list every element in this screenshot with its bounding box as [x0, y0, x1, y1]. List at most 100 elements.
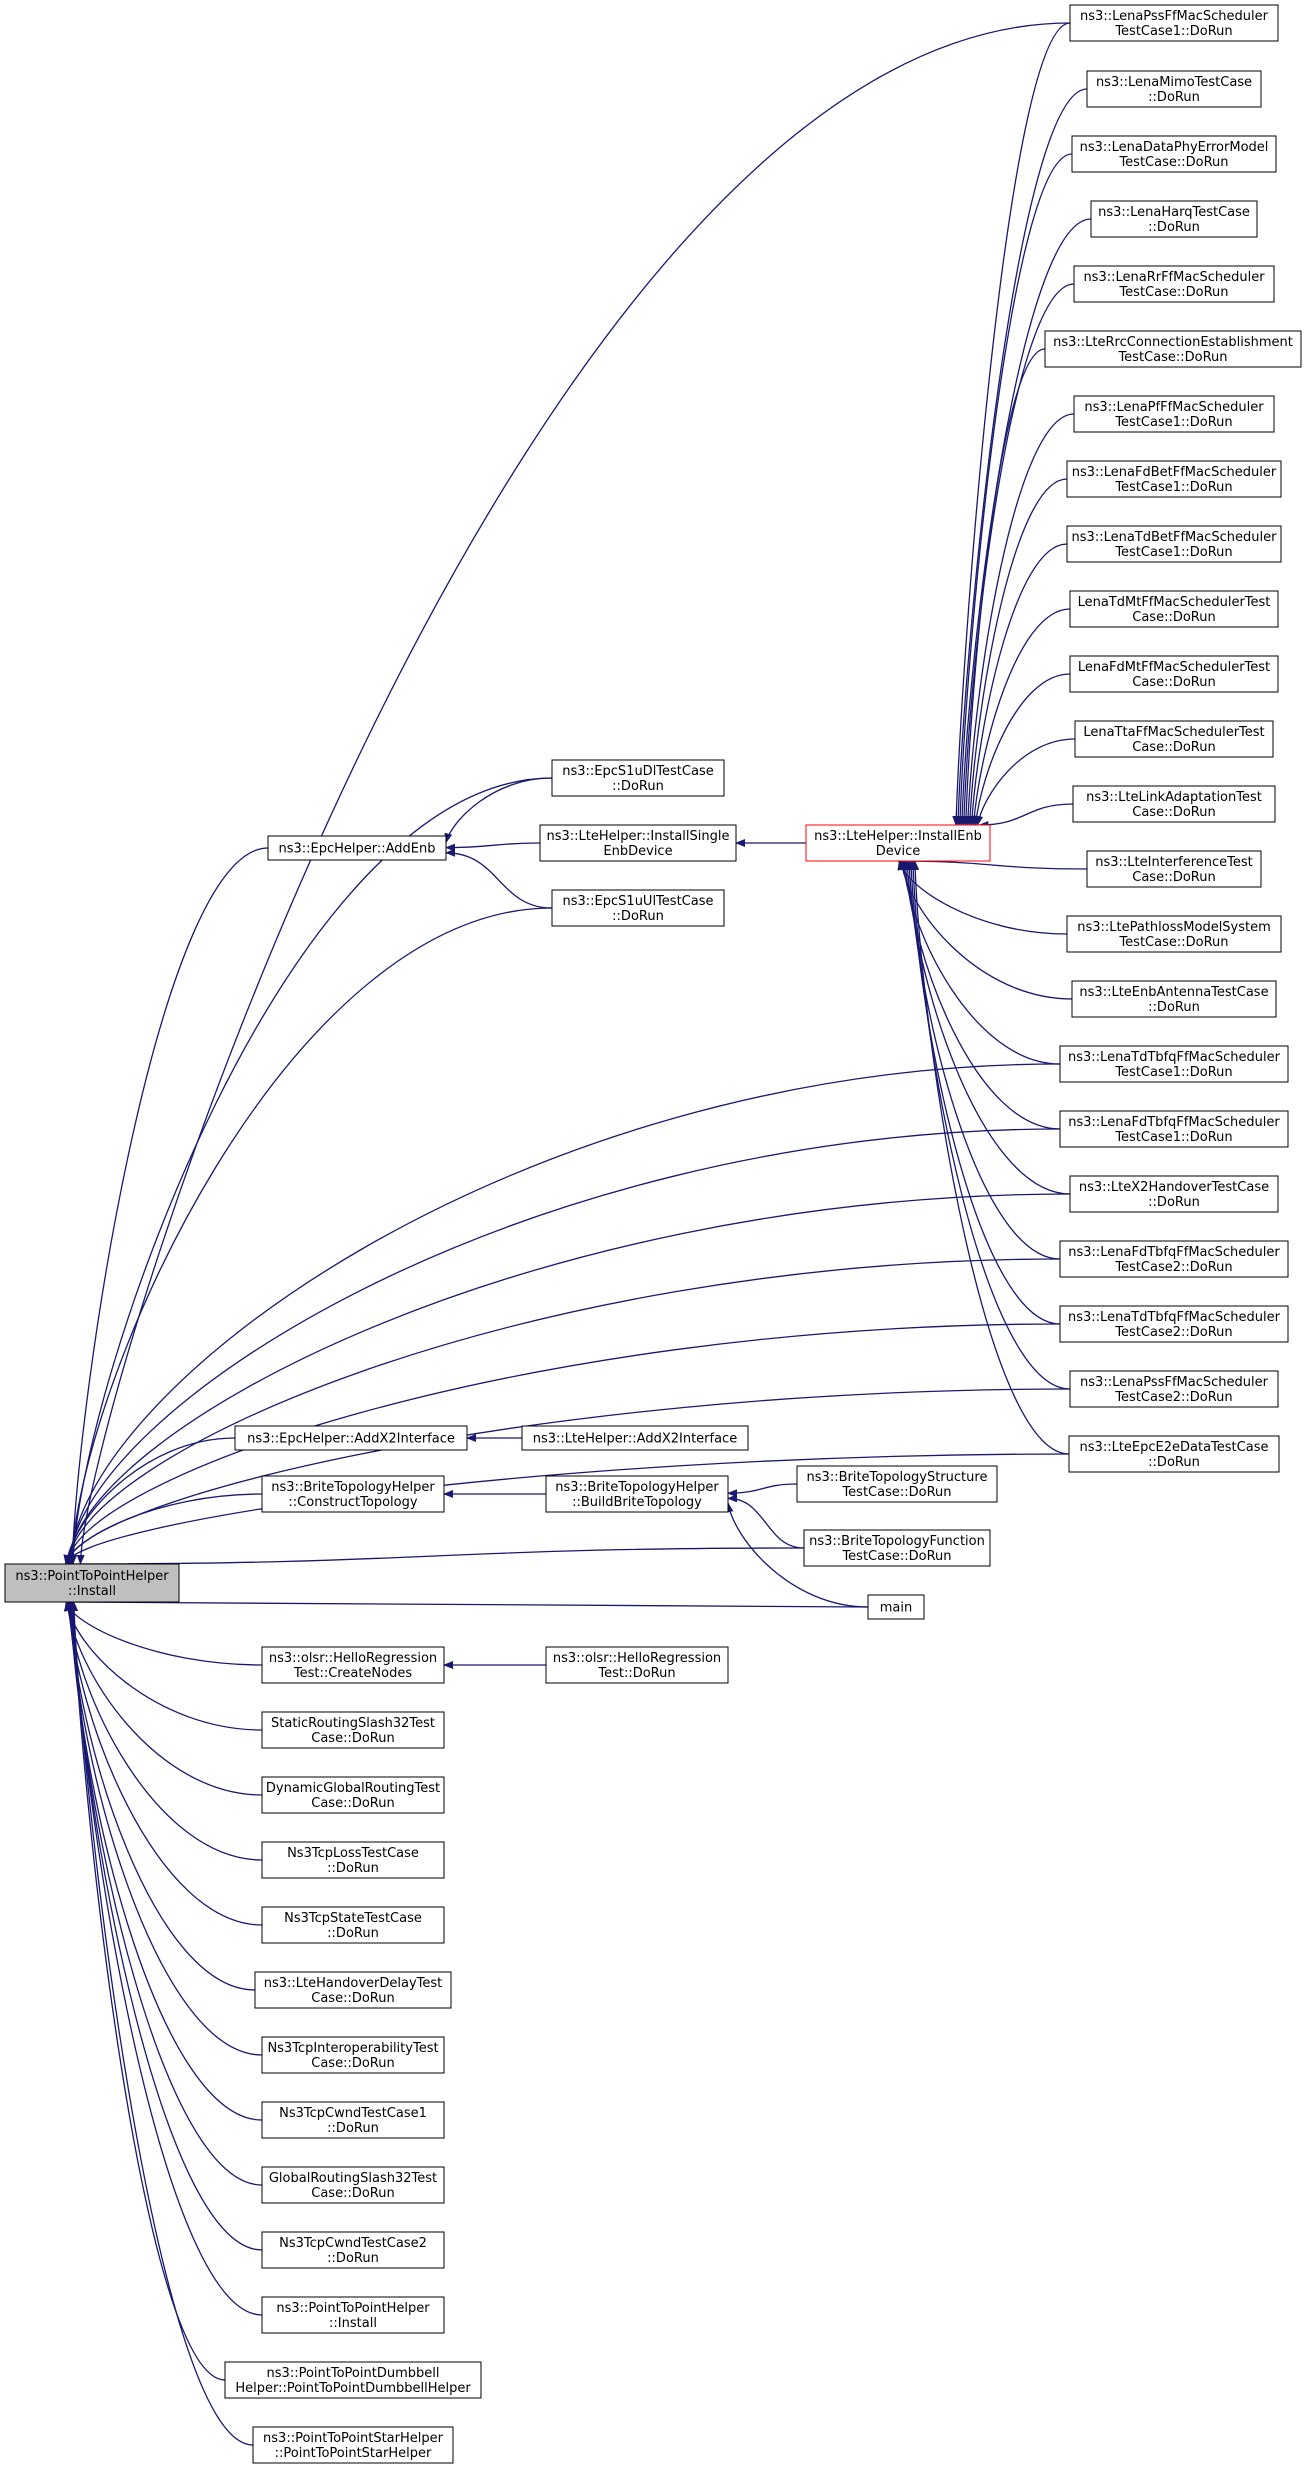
node-label: ::DoRun [327, 1926, 379, 1941]
node-tcpState[interactable]: Ns3TcpStateTestCase::DoRun [261, 1906, 445, 1944]
node-rrcConn[interactable]: ns3::LteRrcConnectionEstablishmentTestCa… [1044, 330, 1302, 368]
node-briteFunc[interactable]: ns3::BriteTopologyFunctionTestCase::DoRu… [803, 1529, 991, 1567]
node-fdBet[interactable]: ns3::LenaFdBetFfMacSchedulerTestCase1::D… [1066, 460, 1282, 498]
node-dumbbell[interactable]: ns3::PointToPointDumbbellHelper::PointTo… [224, 2361, 482, 2399]
node-label: ::DoRun [1148, 1195, 1200, 1210]
nodes-layer: ns3::PointToPointHelper::Install ns3::Epc… [4, 4, 1302, 2464]
node-box [234, 1425, 468, 1451]
node-box [261, 2231, 445, 2269]
node-box [1069, 4, 1279, 42]
node-box [545, 1646, 729, 1684]
node-x2Handover[interactable]: ns3::LteX2HandoverTestCase::DoRun [1069, 1175, 1279, 1213]
node-label: Case::DoRun [311, 1796, 394, 1811]
node-dataPhy[interactable]: ns3::LenaDataPhyErrorModelTestCase::DoRu… [1071, 135, 1277, 173]
edge-epcE2e-to-lteInstallEnb [911, 860, 1070, 1455]
node-label: Case::DoRun [311, 2186, 394, 2201]
node-briteConstruct[interactable]: ns3::BriteTopologyHelper::ConstructTopol… [261, 1475, 445, 1513]
node-epcAddEnb[interactable]: ns3::EpcHelper::AddEnb [267, 835, 447, 861]
node-label: ns3::EpcHelper::AddX2Interface [247, 1432, 455, 1447]
node-tcpLoss[interactable]: Ns3TcpLossTestCase::DoRun [261, 1841, 445, 1879]
node-box [539, 824, 737, 862]
node-label: GlobalRoutingSlash32Test [269, 2171, 437, 2186]
node-label: ns3::BriteTopologyHelper [555, 1480, 719, 1495]
node-pss2[interactable]: ns3::LenaPssFfMacSchedulerTestCase2::DoR… [1069, 1370, 1279, 1408]
node-label: ::DoRun [612, 779, 664, 794]
node-fdTbfq2[interactable]: ns3::LenaFdTbfqFfMacSchedulerTestCase2::… [1059, 1240, 1289, 1278]
node-olsrCreate[interactable]: ns3::olsr::HelloRegressionTest::CreateNo… [261, 1646, 445, 1684]
node-box [261, 1711, 445, 1749]
edge-pf-to-lteInstallEnb [964, 413, 1075, 826]
node-epcS1uUl[interactable]: ns3::EpcS1uUlTestCase::DoRun [551, 889, 725, 927]
node-tdTbfq2[interactable]: ns3::LenaTdTbfqFfMacSchedulerTestCase2::… [1059, 1305, 1289, 1343]
node-box [551, 889, 725, 927]
node-antenna[interactable]: ns3::LteEnbAntennaTestCase::DoRun [1071, 980, 1277, 1018]
node-label: ::Install [68, 1584, 116, 1599]
edge-fdBet-to-lteInstallEnb [966, 478, 1068, 826]
edge-interf-to-lteInstallEnb [896, 857, 1088, 870]
node-lteAddX2[interactable]: ns3::LteHelper::AddX2Interface [521, 1425, 749, 1451]
node-pathloss[interactable]: ns3::LtePathlossModelSystemTestCase::DoR… [1066, 915, 1282, 953]
node-p2pInstall[interactable]: ns3::PointToPointHelper::Install [261, 2296, 445, 2334]
edge-tdBet-to-lteInstallEnb [968, 543, 1068, 826]
node-briteBuild[interactable]: ns3::BriteTopologyHelper::BuildBriteTopo… [545, 1475, 729, 1513]
edge-fdTbfq2-to-lteInstallEnb [905, 860, 1061, 1260]
edge-dataPhy-to-lteInstallEnb [956, 153, 1073, 826]
node-label: LenaTtaFfMacSchedulerTest [1083, 725, 1264, 740]
edge-rr-to-lteInstallEnb [960, 283, 1075, 826]
node-box [1069, 655, 1279, 693]
node-pf[interactable]: ns3::LenaPfFfMacSchedulerTestCase1::DoRu… [1073, 395, 1275, 433]
node-label: ::DoRun [1148, 220, 1200, 235]
node-label: ns3::PointToPointHelper [276, 2301, 430, 2316]
node-briteStruct[interactable]: ns3::BriteTopologyStructureTestCase::DoR… [796, 1465, 998, 1503]
edge-dumbbell-to-root [69, 1601, 226, 2381]
node-root[interactable]: ns3::PointToPointHelper::Install [4, 1563, 180, 1603]
node-star[interactable]: ns3::PointToPointStarHelper::PointToPoin… [252, 2426, 454, 2464]
node-box [1059, 1045, 1289, 1083]
edge-pss1-to-root [76, 22, 1071, 1565]
edge-rrcConn-to-lteInstallEnb [962, 348, 1046, 826]
node-box [1044, 330, 1302, 368]
node-harq[interactable]: ns3::LenaHarqTestCase::DoRun [1090, 200, 1258, 238]
node-label: ns3::olsr::HelloRegression [269, 1651, 437, 1666]
node-label: ns3::EpcS1uDlTestCase [562, 764, 713, 779]
node-tdBet[interactable]: ns3::LenaTdBetFfMacSchedulerTestCase1::D… [1066, 525, 1282, 563]
node-main[interactable]: main [867, 1594, 925, 1620]
node-label: ns3::LenaPfFfMacScheduler [1084, 400, 1264, 415]
node-tcpCwnd1[interactable]: Ns3TcpCwndTestCase1::DoRun [261, 2101, 445, 2139]
node-fdTbfq1[interactable]: ns3::LenaFdTbfqFfMacSchedulerTestCase1::… [1059, 1110, 1289, 1148]
node-mimo[interactable]: ns3::LenaMimoTestCase::DoRun [1086, 70, 1262, 108]
edge-tdMt-to-lteInstallEnb [970, 608, 1071, 826]
node-label: Ns3TcpStateTestCase [284, 1911, 422, 1926]
edge-lteInstallSingle-to-epcAddEnb [445, 842, 541, 852]
node-box [261, 1475, 445, 1513]
node-label: DynamicGlobalRoutingTest [266, 1781, 440, 1796]
node-epcS1uDl[interactable]: ns3::EpcS1uDlTestCase::DoRun [551, 759, 725, 797]
node-label: Case::DoRun [1132, 805, 1215, 820]
node-tcpCwnd2[interactable]: Ns3TcpCwndTestCase2::DoRun [261, 2231, 445, 2269]
node-box [1059, 1305, 1289, 1343]
node-label: LenaTdMtFfMacSchedulerTest [1078, 595, 1271, 610]
node-label: ns3::BriteTopologyHelper [271, 1480, 435, 1495]
node-box [551, 759, 725, 797]
edge-main-to-root [64, 1598, 869, 1608]
edge-olsrCreate-to-root [64, 1601, 263, 1666]
node-epcE2e[interactable]: ns3::LteEpcE2eDataTestCase::DoRun [1068, 1435, 1280, 1473]
node-epcAddX2[interactable]: ns3::EpcHelper::AddX2Interface [234, 1425, 468, 1451]
node-label: TestCase2::DoRun [1114, 1390, 1232, 1405]
node-tdTbfq1[interactable]: ns3::LenaTdTbfqFfMacSchedulerTestCase1::… [1059, 1045, 1289, 1083]
node-pss1[interactable]: ns3::LenaPssFfMacSchedulerTestCase1::DoR… [1069, 4, 1279, 42]
